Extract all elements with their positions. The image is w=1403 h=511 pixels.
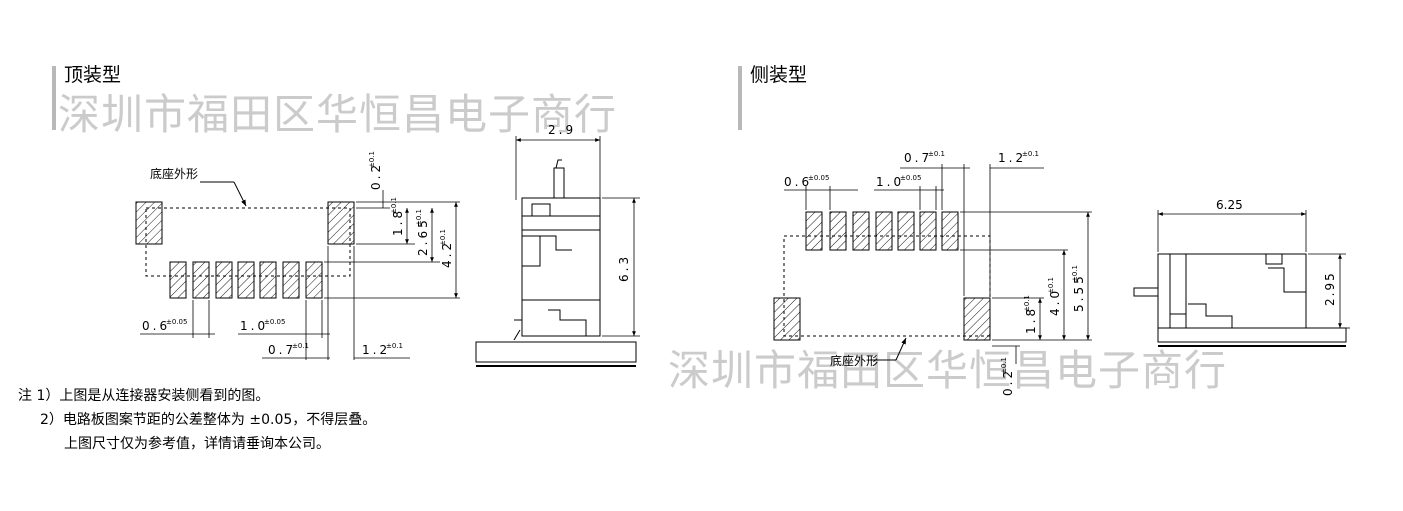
side-dim-pitch: 0.6 bbox=[784, 175, 812, 189]
dim-total-tol: ±0.1 bbox=[439, 229, 447, 246]
dim-total: 4.2 bbox=[440, 240, 454, 268]
side-dim-pitch-tol: ±0.05 bbox=[808, 174, 829, 182]
dim-pad-len: 1.8 bbox=[391, 208, 405, 236]
watermark-top: 深圳市福田区华恒昌电子商行 bbox=[58, 90, 618, 139]
pad bbox=[192, 261, 210, 299]
pad bbox=[237, 261, 255, 299]
note-line-1: 注 1）上图是从连接器安装侧看到的图。 bbox=[18, 388, 270, 404]
watermark-bottom: 深圳市福田区华恒昌电子商行 bbox=[668, 346, 1228, 395]
side-dim-row-gap-tol: ±0.1 bbox=[1047, 277, 1055, 294]
side-dim-end-offset: 1.2 bbox=[998, 151, 1026, 165]
top-mount-dim-labels: 底座外形 0.6 ±0.05 1.0 ±0.05 0.7 ±0.1 1.2 ±0… bbox=[142, 151, 454, 357]
side-base-outline-label: 底座外形 bbox=[830, 353, 878, 368]
side-mount-dim-labels: 底座外形 0.6 ±0.05 1.0 ±0.05 0.7 ±0.1 1.2 ±0… bbox=[784, 150, 1086, 396]
side-mount-side-view bbox=[1133, 210, 1350, 347]
dim-pad-width: 1.0 bbox=[240, 319, 268, 333]
top-base-outline-label: 底座外形 bbox=[150, 166, 198, 181]
side-dim-total: 5.55 bbox=[1072, 273, 1086, 312]
side-mount-title: 侧装型 bbox=[750, 64, 808, 86]
side-view2-height: 2.95 bbox=[1323, 271, 1337, 306]
top-mount-title: 顶装型 bbox=[64, 64, 122, 86]
end-pad-left bbox=[773, 297, 801, 341]
note-line-3: 上图尺寸仅为参考值，详情请垂询本公司。 bbox=[64, 436, 330, 452]
dim-outer-pad-tol: ±0.1 bbox=[292, 342, 309, 350]
pad bbox=[919, 211, 937, 251]
side-dim-pad-len: 1.8 bbox=[1024, 306, 1038, 334]
dim-row-gap: 2.65 bbox=[416, 217, 430, 256]
dim-gap: 0.2 bbox=[369, 162, 383, 190]
dim-pitch: 0.6 bbox=[142, 319, 170, 333]
side-dim-end-offset-tol: ±0.1 bbox=[1022, 150, 1039, 158]
side-view-height: 6.3 bbox=[617, 254, 631, 282]
top-mount-side-view bbox=[475, 136, 640, 367]
pad bbox=[169, 261, 187, 299]
pad bbox=[282, 261, 300, 299]
side-dim-pad-width: 1.0 bbox=[876, 175, 904, 189]
note-line-2: 2）电路板图案节距的公差整体为 ±0.05，不得层叠。 bbox=[40, 412, 377, 428]
dim-pad-width-tol: ±0.05 bbox=[264, 318, 285, 326]
dim-end-offset: 1.2 bbox=[362, 343, 390, 357]
side-dim-total-tol: ±0.1 bbox=[1071, 265, 1079, 282]
pad bbox=[852, 211, 870, 251]
pad bbox=[829, 211, 847, 251]
side-dim-outer-pad: 0.7 bbox=[904, 151, 932, 165]
end-pad-right bbox=[963, 297, 991, 341]
dim-pitch-tol: ±0.05 bbox=[166, 318, 187, 326]
pad bbox=[259, 261, 277, 299]
dim-pad-len-tol: ±0.1 bbox=[390, 197, 398, 214]
dim-end-offset-tol: ±0.1 bbox=[386, 342, 403, 350]
side-dim-outer-pad-tol: ±0.1 bbox=[928, 150, 945, 158]
side-dim-gap: 0.2 bbox=[1001, 368, 1015, 396]
side-dim-pad-len-tol: ±0.1 bbox=[1023, 295, 1031, 312]
dim-outer-pad: 0.7 bbox=[268, 343, 296, 357]
side-dim-gap-tol: ±0.1 bbox=[1000, 357, 1008, 374]
title-accent-bar-top bbox=[52, 66, 56, 130]
pad bbox=[305, 261, 323, 299]
end-pad-right bbox=[327, 201, 355, 245]
dim-gap-tol: ±0.1 bbox=[368, 151, 376, 168]
end-pad-left bbox=[135, 201, 163, 245]
top-mount-footprint bbox=[135, 181, 460, 360]
side-mount-footprint bbox=[773, 164, 1092, 364]
side-view-width: 2.9 bbox=[548, 123, 576, 137]
pad bbox=[215, 261, 233, 299]
pad bbox=[875, 211, 893, 251]
title-accent-bar-side bbox=[738, 66, 742, 130]
dim-row-gap-tol: ±0.1 bbox=[415, 209, 423, 226]
base-outline bbox=[783, 235, 991, 337]
pad bbox=[897, 211, 915, 251]
side-dim-row-gap: 4.0 bbox=[1048, 288, 1062, 316]
side-view2-width: 6.25 bbox=[1216, 198, 1243, 212]
side-dim-pad-width-tol: ±0.05 bbox=[900, 174, 921, 182]
pad bbox=[805, 211, 823, 251]
pad bbox=[941, 211, 959, 251]
